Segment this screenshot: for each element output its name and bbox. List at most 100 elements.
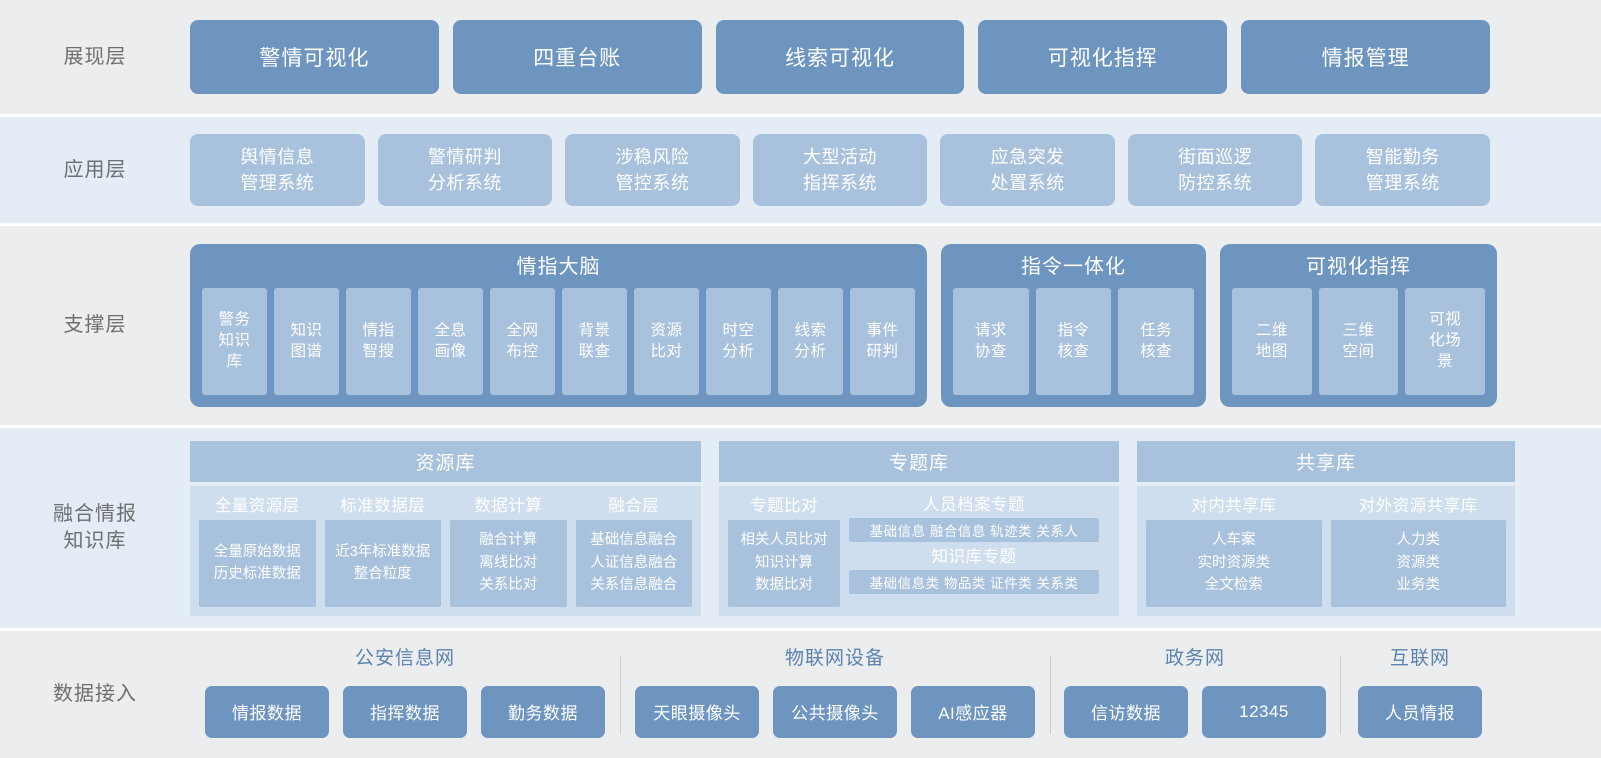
repo-col-standard-data[interactable]: 标准数据层 近3年标准数据 整合粒度 [324,492,441,607]
col-line: 融合计算 [479,532,538,549]
repo-col-external-share[interactable]: 对外资源共享库 人力类 资源类 业务类 [1330,492,1506,607]
cell-line: 协查 [974,342,1007,360]
data-source-skyeye-camera[interactable]: 天眼摄像头 [635,685,759,738]
support-group-command: 指令一体化 请求 协查 指令 核查 任务 核查 [941,244,1206,407]
presentation-item-2[interactable]: 四重台账 [452,20,702,94]
support-cell-3d-space[interactable]: 三维 空间 [1318,288,1399,395]
support-cell-background-check[interactable]: 背景 联查 [562,288,627,395]
network-group-public-security: 公安信息网 情报数据 指挥数据 勤务数据 [190,642,620,748]
support-cell-task-verify[interactable]: 任务 核查 [1118,288,1195,395]
support-cell-holographic-portrait[interactable]: 全息 画像 [418,288,483,395]
repo-col-internal-share[interactable]: 对内共享库 人车案 实时资源类 全文检索 [1146,492,1322,607]
topic-tags-personnel[interactable]: 基础信息 融合信息 轨迹类 关系人 [849,517,1099,542]
col-line: 知识计算 [755,554,813,571]
application-item-4[interactable]: 大型活动 指挥系统 [752,134,928,206]
repo-resource: 资源库 全量资源层 全量原始数据 历史标准数据 标准数据层 近3年标准数据 整 [190,440,701,616]
col-line: 近3年标准数据 [335,543,431,560]
cell-line: 联查 [578,342,611,360]
application-item-1-line1: 舆情信息 [240,146,315,167]
support-cell-network-control[interactable]: 全网 布控 [490,288,555,395]
application-item-7[interactable]: 智能勤务 管理系统 [1315,134,1491,206]
data-source-personnel-intel[interactable]: 人员情报 [1358,685,1482,738]
data-source-petition[interactable]: 信访数据 [1064,685,1188,738]
application-item-6[interactable]: 街面巡逻 防控系统 [1127,134,1303,206]
cell-line: 库 [226,352,243,370]
cell-line: 布控 [506,342,539,360]
application-item-1[interactable]: 舆情信息 管理系统 [190,134,365,206]
support-cell-spatiotemporal-analysis[interactable]: 时空 分析 [706,288,771,395]
network-pills-internet: 人员情报 [1354,676,1486,748]
data-source-intel[interactable]: 情报数据 [205,685,329,738]
col-line: 关系信息融合 [590,577,678,594]
support-cell-visual-scene[interactable]: 可视 化场 景 [1405,288,1486,395]
repo-col-fusion-layer[interactable]: 融合层 基础信息融合 人证信息融合 关系信息融合 [575,492,692,607]
col-line: 相关人员比对 [740,532,828,549]
application-item-2[interactable]: 警情研判 分析系统 [377,134,553,206]
application-item-5[interactable]: 应急突发 处置系统 [940,134,1115,206]
col-line: 人车案 [1212,532,1256,549]
network-title-public-security: 公安信息网 [354,647,455,669]
layer-label-data-access: 数据接入 [53,683,137,705]
col-line: 历史标准数据 [213,566,301,582]
network-title-internet: 互联网 [1389,647,1450,669]
presentation-item-4[interactable]: 可视化指挥 [978,20,1228,94]
repo-col-topic-compare[interactable]: 专题比对 相关人员比对 知识计算 数据比对 [728,492,840,607]
data-source-12345[interactable]: 12345 [1202,685,1326,738]
support-cell-2d-map[interactable]: 二维 地图 [1232,288,1312,395]
layer-fusion: 融合情报 知识库 资源库 全量资源层 全量原始数据 历史标准数据 标准数据层 [0,428,1601,628]
cell-line: 线索 [794,321,827,339]
application-items: 舆情信息 管理系统 警情研判 分析系统 涉稳风险 管控系统 大型活动 指挥系统 … [190,117,1601,223]
network-group-iot: 物联网设备 天眼摄像头 公共摄像头 AI感应器 [620,642,1050,748]
topic-tags-knowledge[interactable]: 基础信息类 物品类 证件类 关系类 [849,569,1099,594]
col-line: 整合粒度 [353,566,412,582]
layer-data-access: 数据接入 公安信息网 情报数据 指挥数据 勤务数据 物联网设备 天眼摄像头 公共… [0,631,1601,758]
col-line: 关系比对 [479,577,538,594]
cell-line: 核查 [1140,342,1173,360]
support-cell-knowledge-graph[interactable]: 知识 图谱 [274,288,339,395]
repo-topic-stack: 人员档案专题 基础信息 融合信息 轨迹类 关系人 知识库专题 基础信息类 物品类… [849,492,1099,607]
application-item-2-line1: 警情研判 [427,146,502,167]
support-cell-command-verify[interactable]: 指令 核查 [1035,288,1112,395]
cell-line: 比对 [650,342,683,360]
cell-line: 智搜 [362,342,395,360]
col-box: 基础信息融合 人证信息融合 关系信息融合 [575,519,692,607]
cell-line: 知识 [218,332,251,350]
data-source-ai-sensor[interactable]: AI感应器 [911,685,1035,738]
data-source-duty[interactable]: 勤务数据 [481,685,605,738]
repo-col-data-compute[interactable]: 数据计算 融合计算 离线比对 关系比对 [450,492,567,607]
cell-line: 情指 [362,321,395,339]
cell-line: 二维 [1255,321,1288,339]
presentation-item-5[interactable]: 情报管理 [1241,20,1490,94]
repo-topic: 专题库 专题比对 相关人员比对 知识计算 数据比对 人员档案专题 基础信息 融合… [719,440,1119,616]
network-title-government: 政务网 [1164,647,1225,669]
application-item-7-line1: 智能勤务 [1365,146,1440,167]
cell-line: 全息 [434,321,467,339]
support-groups: 情指大脑 警务 知识 库 知识 图谱 情指 智搜 [190,226,1601,425]
application-item-1-line2: 管理系统 [240,173,315,193]
support-cell-clue-analysis[interactable]: 线索 分析 [778,288,843,395]
support-group-command-title: 指令一体化 [1021,256,1126,278]
support-cell-request-assist[interactable]: 请求 协查 [953,288,1029,395]
cell-line: 化场 [1429,332,1462,350]
data-access-networks: 公安信息网 情报数据 指挥数据 勤务数据 物联网设备 天眼摄像头 公共摄像头 A… [190,642,1601,748]
repo-share-title: 共享库 [1137,440,1515,482]
col-title: 对外资源共享库 [1358,496,1478,515]
support-cell-smart-search[interactable]: 情指 智搜 [346,288,411,395]
application-item-3[interactable]: 涉稳风险 管控系统 [565,134,740,206]
support-cell-police-kb[interactable]: 警务 知识 库 [202,288,267,395]
col-line: 全文检索 [1204,577,1263,594]
presentation-item-1[interactable]: 警情可视化 [190,20,439,94]
cell-line: 事件 [866,321,899,339]
support-group-brain: 情指大脑 警务 知识 库 知识 图谱 情指 智搜 [190,244,927,407]
support-cell-resource-compare[interactable]: 资源 比对 [634,288,699,395]
col-line: 实时资源类 [1197,554,1271,571]
data-source-command[interactable]: 指挥数据 [343,685,467,738]
col-line: 人力类 [1396,532,1441,549]
application-item-4-line1: 大型活动 [803,146,878,167]
data-source-public-camera[interactable]: 公共摄像头 [773,685,897,738]
repo-col-full-resource[interactable]: 全量资源层 全量原始数据 历史标准数据 [199,492,316,607]
presentation-item-3[interactable]: 线索可视化 [715,20,965,94]
repo-topic-body: 专题比对 相关人员比对 知识计算 数据比对 人员档案专题 基础信息 融合信息 轨… [719,485,1119,616]
support-cell-event-judgement[interactable]: 事件 研判 [850,288,915,395]
col-box: 人力类 资源类 业务类 [1330,519,1506,607]
